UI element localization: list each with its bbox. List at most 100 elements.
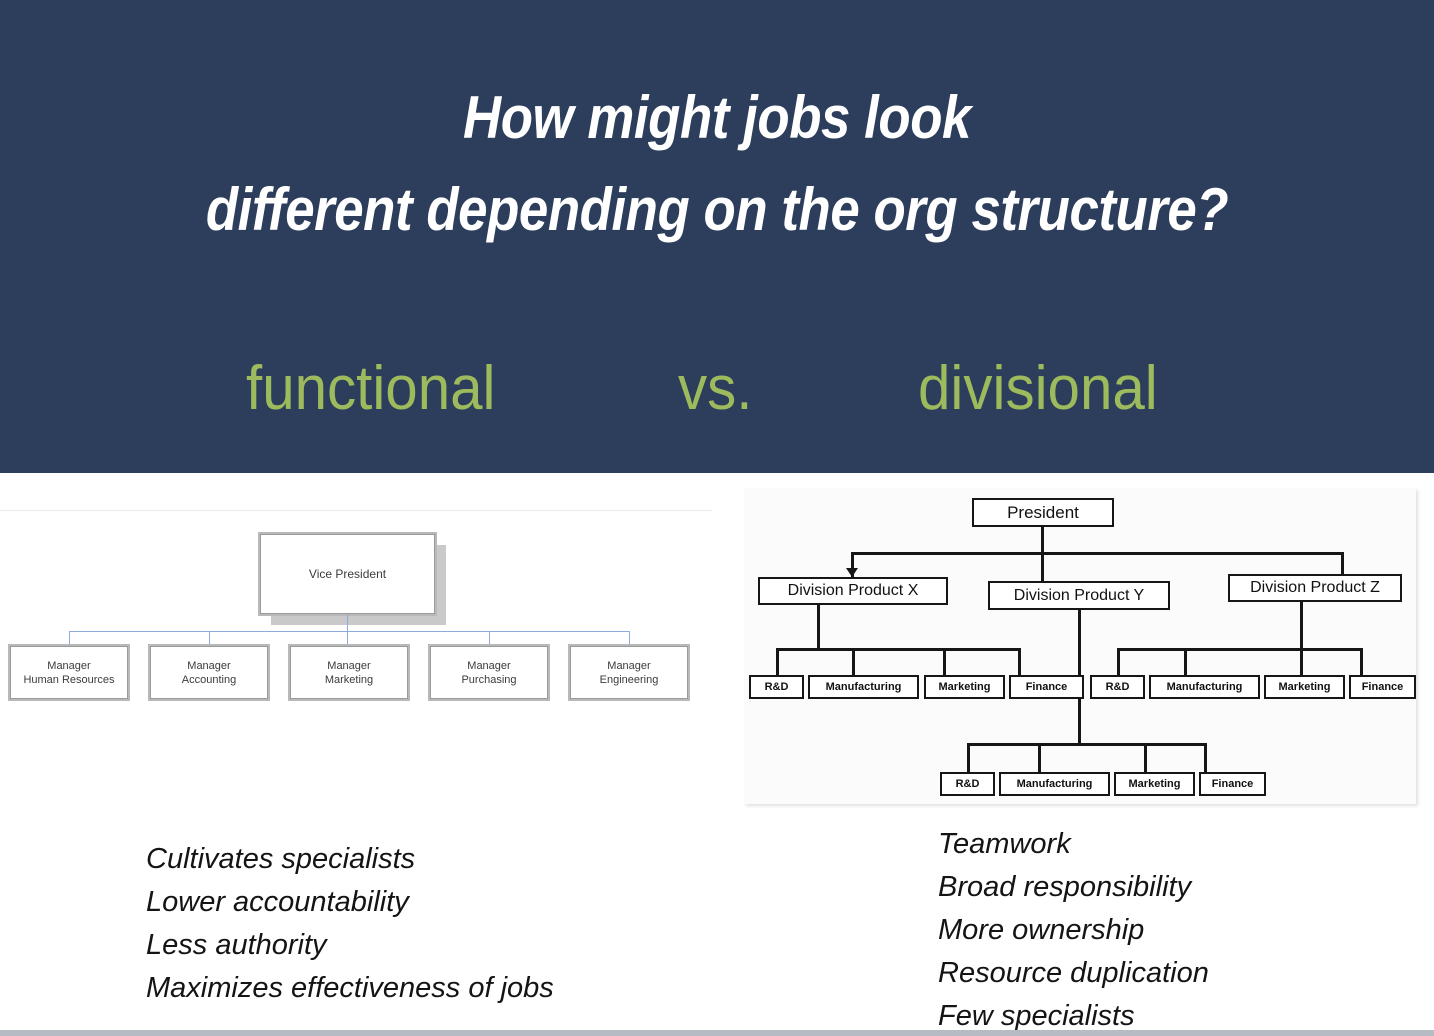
node-manager-marketing-line2: Marketing xyxy=(324,673,374,686)
node-y-marketing: Marketing xyxy=(1114,772,1195,796)
node-manager-accounting-line1: Manager xyxy=(187,659,231,672)
d-connector-divx-leaf-3 xyxy=(943,648,946,675)
node-manager-accounting: Manager Accounting xyxy=(150,646,268,699)
node-manager-engineering: Manager Engineering xyxy=(570,646,688,699)
node-x-rd-label: R&D xyxy=(764,681,789,693)
node-y-rd-label: R&D xyxy=(955,778,980,790)
chart-top-hairline xyxy=(0,510,712,511)
d-connector-divx-leaf-4 xyxy=(1018,648,1021,675)
d-connector-divy-leaf-4 xyxy=(1204,743,1207,772)
connector-horizontal-main xyxy=(69,631,630,632)
d-connector-divx-leaf-1 xyxy=(776,648,779,675)
connector-drop-1 xyxy=(69,631,70,646)
d-connector-divz-leaf-2 xyxy=(1184,648,1187,675)
label-functional: functional xyxy=(246,354,496,423)
node-z-marketing-label: Marketing xyxy=(1278,681,1331,693)
list-item: Less authority xyxy=(146,929,327,961)
node-z-finance-label: Finance xyxy=(1361,681,1404,693)
node-x-manufacturing-label: Manufacturing xyxy=(825,681,902,693)
d-connector-to-div-y xyxy=(1041,552,1044,581)
node-x-marketing: Marketing xyxy=(924,675,1005,699)
d-connector-divz-leaf-3 xyxy=(1300,648,1303,675)
connector-drop-3 xyxy=(347,631,348,646)
node-president-label: President xyxy=(1007,502,1079,522)
label-divisional: divisional xyxy=(918,354,1158,423)
node-y-rd: R&D xyxy=(940,772,995,796)
d-connector-divx-bus xyxy=(776,648,1021,651)
d-connector-president-bus xyxy=(851,552,1344,555)
divisional-notes-list: Teamwork Broad responsibility More owner… xyxy=(938,823,1209,1036)
node-manager-purchasing-text: Manager Purchasing xyxy=(461,659,516,687)
node-manager-hr-line2: Human Resources xyxy=(23,673,115,686)
node-manager-accounting-text: Manager Accounting xyxy=(182,659,236,687)
node-x-finance-label: Finance xyxy=(1025,681,1068,693)
node-z-rd-label: R&D xyxy=(1105,681,1130,693)
node-division-y-label: Division Product Y xyxy=(1013,586,1145,604)
node-manager-marketing: Manager Marketing xyxy=(290,646,408,699)
node-division-product-y: Division Product Y xyxy=(988,581,1170,610)
node-manager-engineering-line1: Manager xyxy=(607,659,651,672)
bottom-bar xyxy=(0,1030,1434,1036)
list-item: Broad responsibility xyxy=(938,871,1192,903)
d-connector-divz-leaf-1 xyxy=(1117,648,1120,675)
d-connector-to-div-z xyxy=(1341,552,1344,574)
d-arrowhead-div-x xyxy=(846,568,858,577)
connector-drop-5 xyxy=(629,631,630,646)
d-connector-divz-bus xyxy=(1117,648,1363,651)
node-manager-hr-line1: Manager xyxy=(47,659,91,672)
node-manager-engineering-text: Manager Engineering xyxy=(600,659,659,687)
d-connector-divy-leaf-1 xyxy=(967,743,970,772)
d-connector-to-div-x xyxy=(851,552,854,577)
connector-drop-4 xyxy=(489,631,490,646)
node-president: President xyxy=(972,498,1114,527)
node-z-finance: Finance xyxy=(1349,675,1416,699)
node-x-manufacturing: Manufacturing xyxy=(808,675,919,699)
connector-drop-2 xyxy=(209,631,210,646)
functional-notes-list: Cultivates specialists Lower accountabil… xyxy=(146,838,554,1010)
node-manager-purchasing-line1: Manager xyxy=(467,659,511,672)
comparison-row: functional vs. divisional xyxy=(0,352,1434,426)
node-manager-engineering-line2: Engineering xyxy=(599,673,659,686)
node-y-finance-label: Finance xyxy=(1211,778,1254,790)
node-manager-human-resources: Manager Human Resources xyxy=(10,646,128,699)
d-connector-president-down xyxy=(1041,527,1044,555)
node-z-rd: R&D xyxy=(1090,675,1145,699)
list-item: Few specialists xyxy=(938,1000,1135,1032)
page-title-line-1: How might jobs look xyxy=(463,84,971,151)
list-item: More ownership xyxy=(938,914,1145,946)
node-x-finance: Finance xyxy=(1009,675,1084,699)
connector-vertical-main xyxy=(347,614,348,632)
list-item: Teamwork xyxy=(938,828,1071,860)
node-x-marketing-label: Marketing xyxy=(938,681,991,693)
node-vice-president-label: Vice President xyxy=(308,567,387,581)
node-z-manufacturing-label: Manufacturing xyxy=(1166,681,1243,693)
node-division-x-label: Division Product X xyxy=(787,582,919,599)
node-manager-purchasing-line2: Purchasing xyxy=(461,673,517,686)
node-y-marketing-label: Marketing xyxy=(1128,778,1181,790)
label-vs: vs. xyxy=(678,354,753,423)
d-connector-divx-leaf-2 xyxy=(852,648,855,675)
node-manager-marketing-line1: Manager xyxy=(327,659,371,672)
d-connector-divx-down xyxy=(817,605,820,651)
node-z-marketing: Marketing xyxy=(1264,675,1345,699)
node-manager-purchasing: Manager Purchasing xyxy=(430,646,548,699)
header-band: How might jobs look different depending … xyxy=(0,0,1434,473)
page-title-line-2: different depending on the org structure… xyxy=(205,176,1229,243)
node-vice-president: Vice President xyxy=(260,534,435,614)
node-z-manufacturing: Manufacturing xyxy=(1149,675,1260,699)
d-connector-divy-leaf-3 xyxy=(1144,743,1147,772)
list-item: Cultivates specialists xyxy=(146,843,416,875)
node-division-product-x: Division Product X xyxy=(758,577,948,605)
node-y-manufacturing: Manufacturing xyxy=(999,772,1110,796)
d-connector-divy-bus xyxy=(967,743,1207,746)
node-y-manufacturing-label: Manufacturing xyxy=(1016,778,1093,790)
d-connector-divz-leaf-4 xyxy=(1360,648,1363,675)
d-connector-divz-down xyxy=(1300,602,1303,651)
node-manager-marketing-text: Manager Marketing xyxy=(325,659,373,687)
node-manager-hr-text: Manager Human Resources xyxy=(23,659,114,687)
list-item: Maximizes effectiveness of jobs xyxy=(146,972,554,1004)
divisional-org-chart: President Division Product X Division Pr… xyxy=(744,488,1416,804)
node-x-rd: R&D xyxy=(749,675,804,699)
node-y-finance: Finance xyxy=(1199,772,1266,796)
